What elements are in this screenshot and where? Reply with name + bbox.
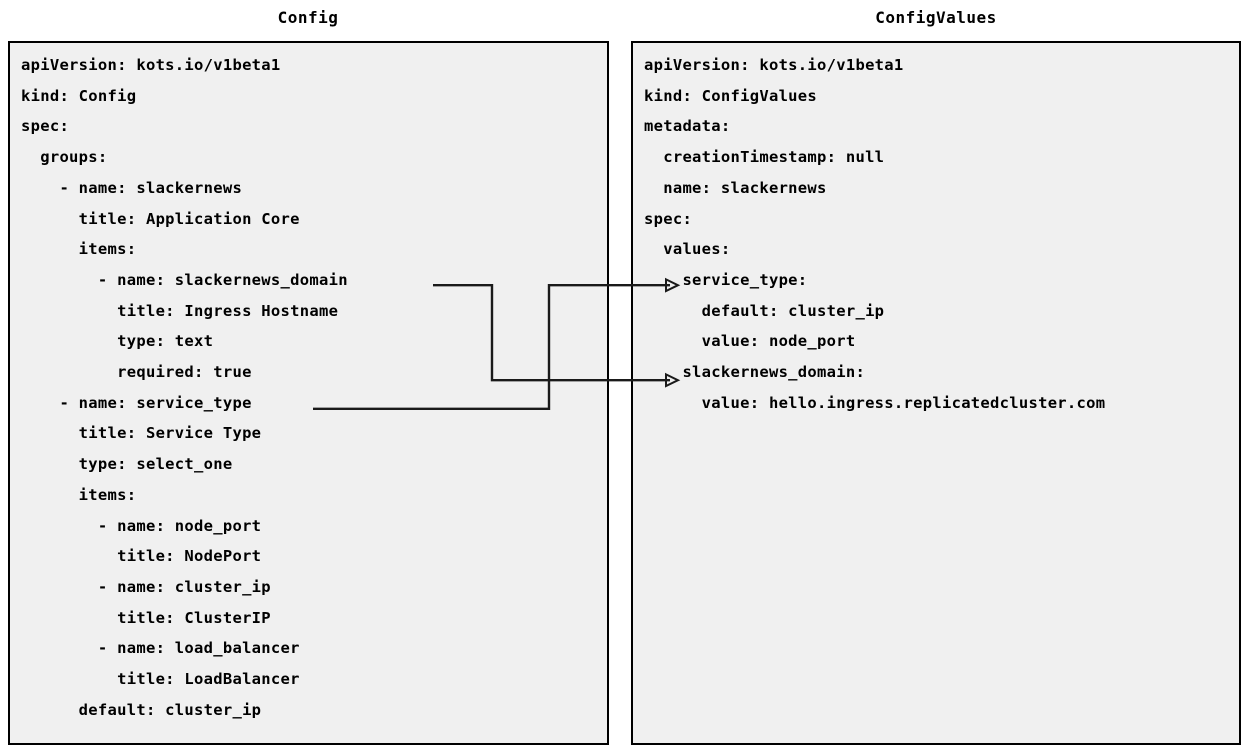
config-yaml-code: apiVersion: kots.io/v1beta1 kind: Config… — [21, 56, 348, 719]
configvalues-panel: apiVersion: kots.io/v1beta1 kind: Config… — [631, 41, 1241, 745]
page-title-config: Config — [277, 8, 339, 27]
config-panel: apiVersion: kots.io/v1beta1 kind: Config… — [8, 41, 609, 745]
page-title-configvalues: ConfigValues — [875, 8, 997, 27]
configvalues-yaml-code: apiVersion: kots.io/v1beta1 kind: Config… — [644, 56, 1106, 412]
